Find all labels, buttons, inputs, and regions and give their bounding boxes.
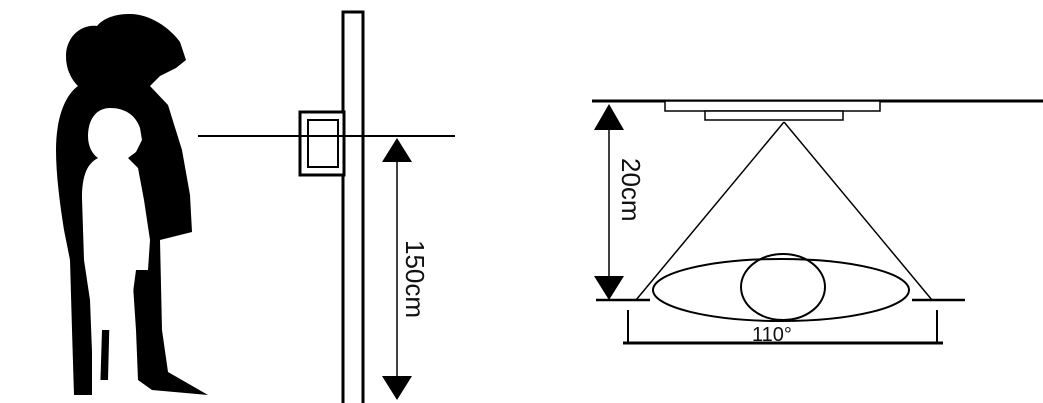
child-silhouette — [82, 108, 150, 395]
distance-arrow-up — [594, 104, 624, 130]
fov-left-ray — [635, 121, 785, 301]
height-arrow-up — [382, 138, 412, 162]
distance-arrow-down — [594, 276, 624, 300]
door-station-inner — [307, 119, 339, 168]
angle-label: 110° — [752, 324, 792, 346]
camera-body — [664, 100, 881, 112]
face-circle — [740, 253, 826, 321]
wall-outer — [341, 10, 365, 403]
distance-label: 20cm — [616, 158, 646, 222]
height-diagram: 150cm — [56, 10, 455, 403]
height-arrow-down — [382, 376, 412, 400]
fov-right-ray — [783, 121, 933, 301]
face-area-ellipse — [652, 258, 910, 322]
height-label: 150cm — [400, 240, 430, 318]
angle-diagram: 20cm 110° — [592, 99, 1043, 346]
camera-lens-strip — [704, 110, 844, 121]
